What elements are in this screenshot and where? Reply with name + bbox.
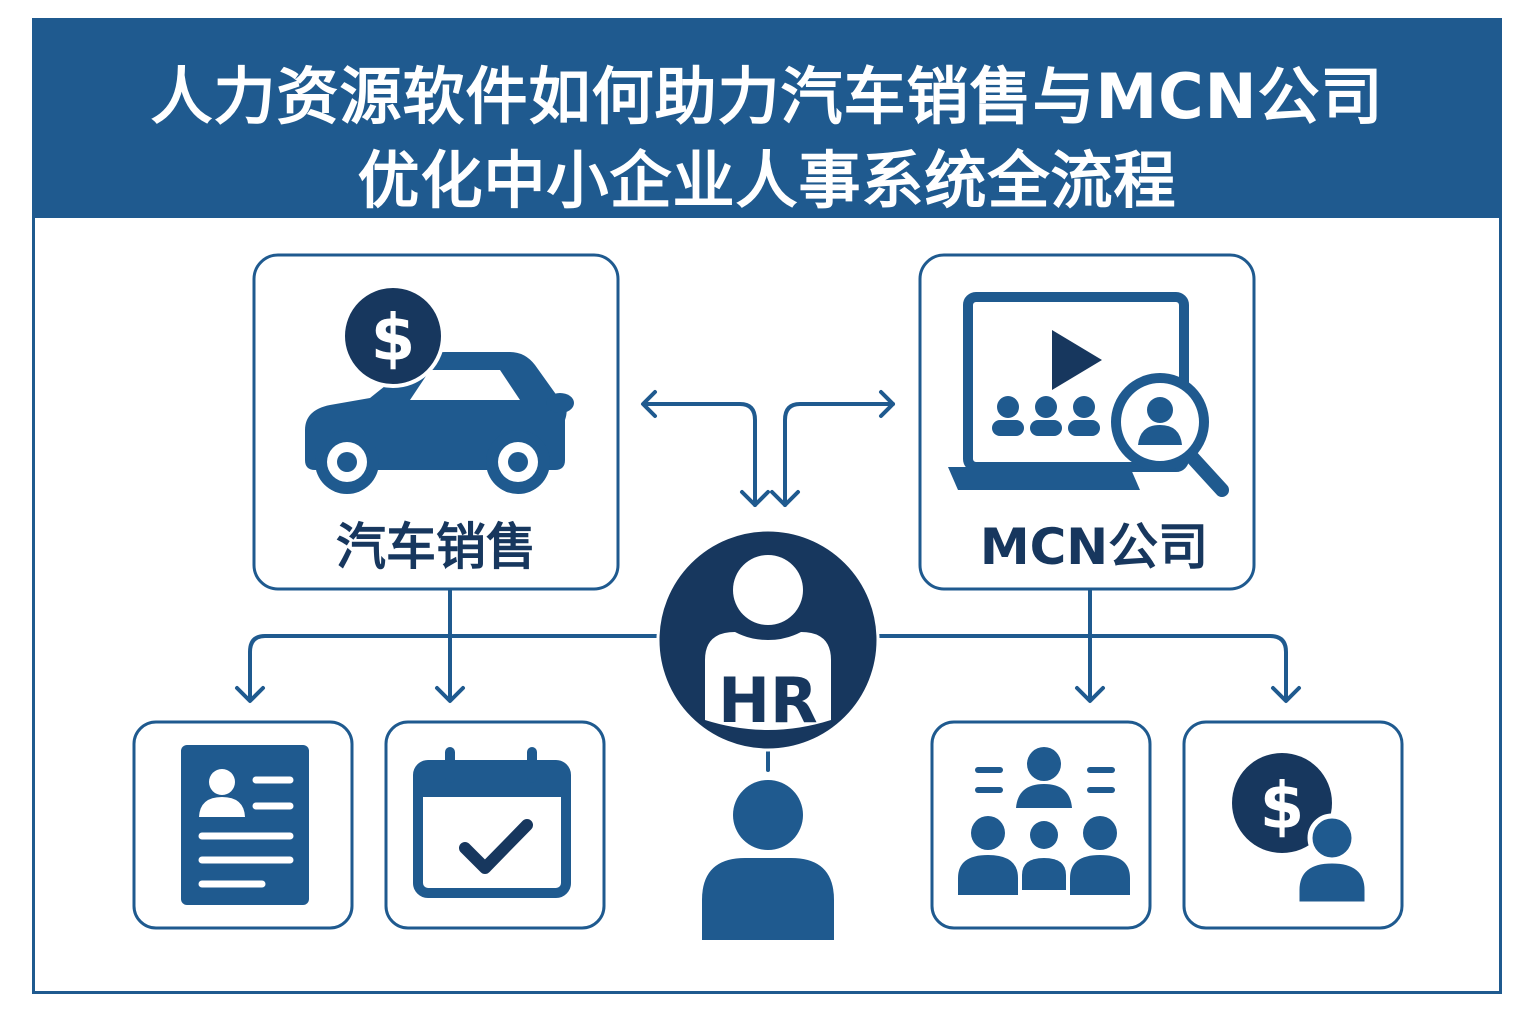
resume-box [132,720,354,930]
connector-arrows [235,390,1301,772]
laptop-video-icon [948,292,1189,490]
car-sales-box [252,253,620,591]
team-box [930,720,1152,930]
hr-hub-icon: HR [656,528,880,752]
team-meeting-icon [958,747,1130,895]
calendar-box [384,720,606,930]
dollar-sign: $ [371,302,416,376]
payroll-box [1182,720,1404,930]
title-line-2: 优化中小企业人事系统全流程 [357,144,1177,217]
payroll-dollar-user-icon: $ [1232,753,1368,905]
mcn-box [918,253,1256,591]
employee-person-icon [702,780,834,940]
resume-document-icon [181,745,309,905]
car-icon [305,352,574,494]
magnifier-user-icon [1111,373,1229,497]
car-sales-label: 汽车销售 [336,518,536,576]
hr-label: HR [718,664,818,737]
payroll-dollar-sign: $ [1260,770,1305,844]
mcn-label: MCN公司 [980,518,1208,576]
header-banner: 人力资源软件如何助力汽车销售与MCN公司 优化中小企业人事系统全流程 [32,18,1502,218]
title-line-1: 人力资源软件如何助力汽车销售与MCN公司 [150,60,1384,133]
dollar-coin-icon: $ [341,284,445,388]
calendar-check-icon [413,747,571,898]
